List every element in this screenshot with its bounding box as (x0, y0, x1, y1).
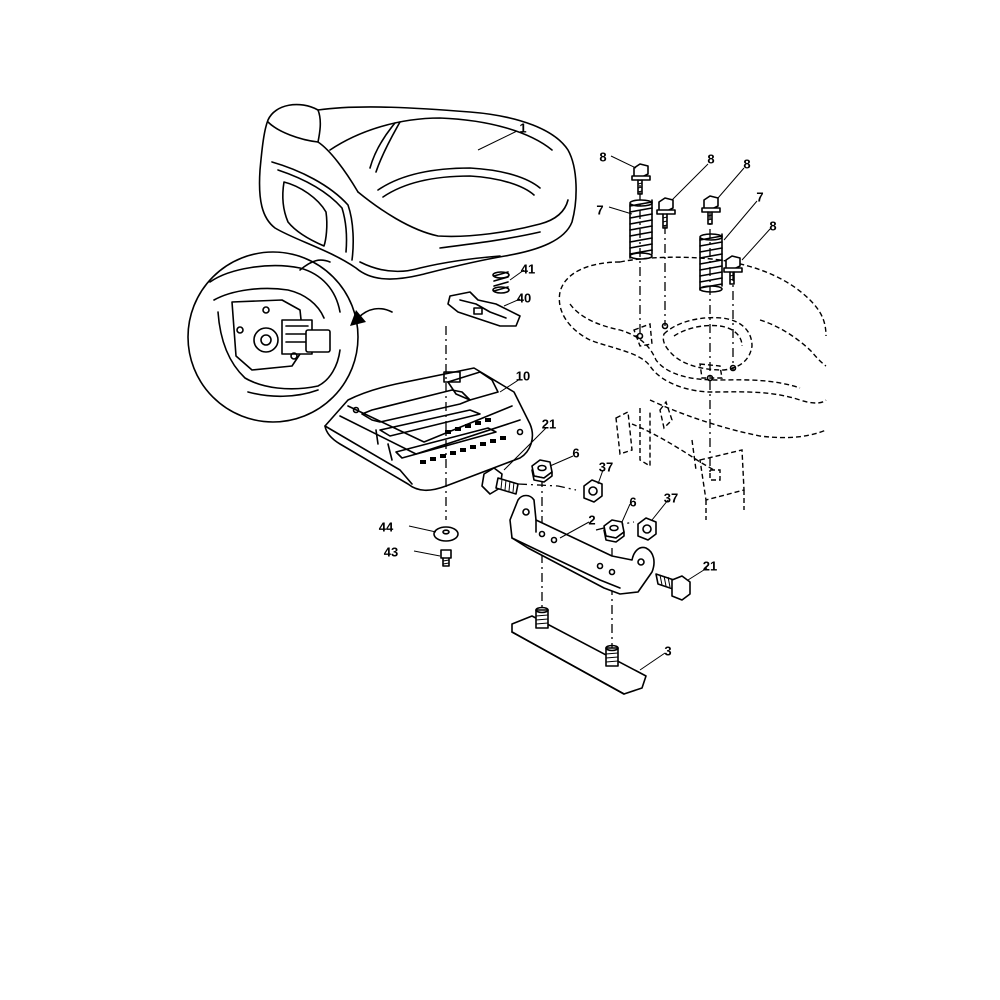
callout-c7a: 7 (596, 202, 603, 217)
spring-part[interactable] (492, 271, 510, 294)
callout-c8c: 8 (743, 156, 750, 171)
detail-pointer-arrow-icon (350, 307, 393, 326)
nut-upper-part[interactable] (531, 459, 553, 483)
seat-latch-plate-part[interactable] (447, 291, 521, 327)
callout-c8b: 8 (707, 151, 714, 166)
bolt-part[interactable] (440, 549, 452, 567)
shoulder-bolt-right-part[interactable] (655, 573, 691, 601)
seat-pan-part[interactable] (324, 367, 534, 492)
nut-lower-part[interactable] (603, 519, 625, 543)
callout-c40: 40 (517, 290, 531, 305)
callout-c37b: 37 (664, 490, 678, 505)
lock-nut-lower-part[interactable] (637, 517, 657, 541)
callout-c41: 41 (521, 261, 535, 276)
screw-2-part[interactable] (656, 197, 676, 229)
tractor-frame-outline (558, 256, 827, 520)
screw-1-part[interactable] (631, 163, 651, 195)
callout-c3: 3 (664, 643, 671, 658)
callout-c43: 43 (384, 544, 398, 559)
washer-part[interactable] (433, 526, 459, 542)
screw-4-part[interactable] (723, 255, 743, 285)
callout-c8d: 8 (769, 218, 776, 233)
callout-c21a: 21 (542, 416, 556, 431)
callout-c8a: 8 (599, 149, 606, 164)
callout-c44: 44 (379, 519, 394, 534)
latch-detail-inset (187, 251, 359, 423)
callout-c10: 10 (516, 368, 530, 383)
base-plate-part[interactable] (511, 606, 647, 695)
callout-c7b: 7 (756, 189, 763, 204)
seat-spring-left-part[interactable] (629, 199, 653, 260)
seat-pan-slots (420, 418, 506, 464)
callout-c37a: 37 (599, 459, 613, 474)
assembly-centerlines (445, 172, 734, 650)
seat-spring-right-part[interactable] (699, 233, 723, 293)
callout-c2: 2 (588, 512, 595, 527)
callout-c6b: 6 (629, 494, 636, 509)
lock-nut-upper-part[interactable] (583, 479, 603, 503)
callout-c21b: 21 (703, 558, 717, 573)
callout-c1: 1 (519, 120, 526, 135)
leader-lines (408, 130, 771, 671)
callout-c6a: 6 (572, 445, 579, 460)
seat-part[interactable] (258, 103, 577, 280)
shoulder-bolt-left-part[interactable] (481, 467, 519, 495)
screw-3-part[interactable] (701, 195, 721, 225)
seat-bracket-part[interactable] (509, 494, 655, 595)
